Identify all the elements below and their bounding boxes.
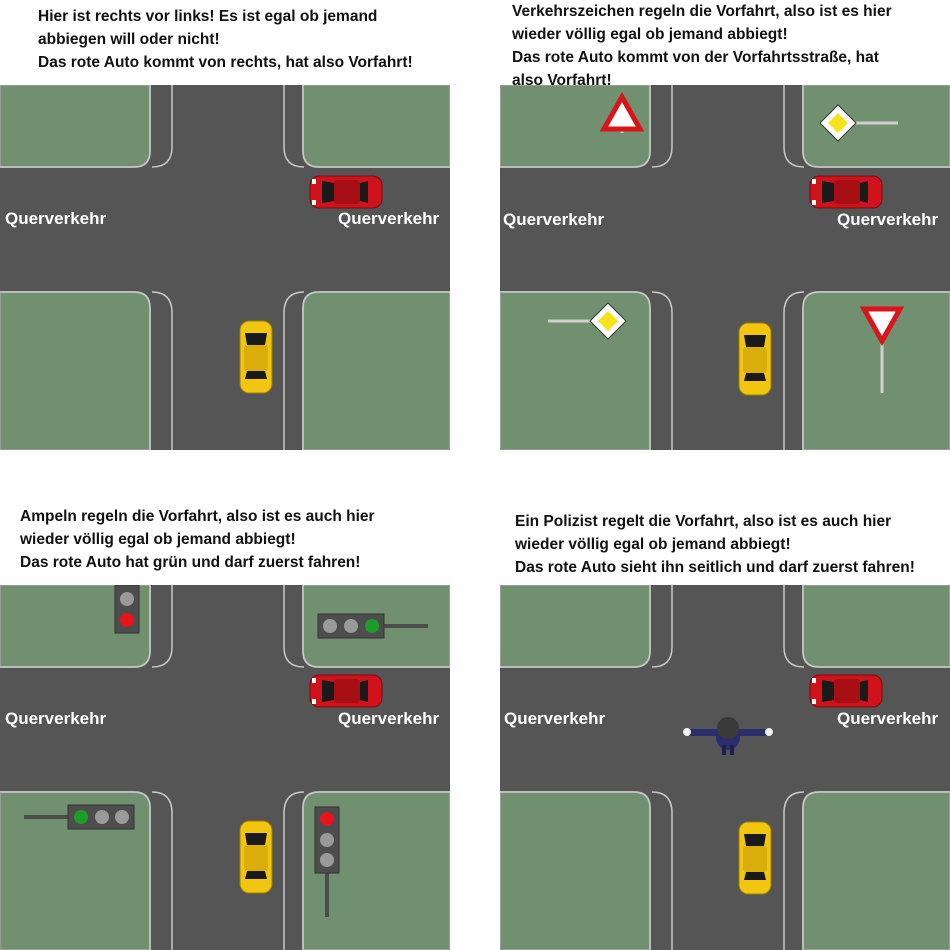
intersection-base xyxy=(500,85,950,450)
red-car xyxy=(309,175,383,209)
traffic-light-bottom-right xyxy=(314,806,340,917)
red-car xyxy=(809,175,883,209)
red-car xyxy=(309,674,383,708)
priority-road-sign-top-right xyxy=(819,104,898,142)
intersection-drawing xyxy=(0,85,450,450)
caption: Verkehrszeichen regeln die Vorfahrt, als… xyxy=(512,0,950,92)
caption-line: Verkehrszeichen regeln die Vorfahrt, als… xyxy=(512,3,892,20)
caption: Ampeln regeln die Vorfahrt, also ist es … xyxy=(20,505,470,574)
caption-line: Ein Polizist regelt die Vorfahrt, also i… xyxy=(515,513,892,530)
cross-traffic-label-right: Querverkehr xyxy=(837,210,939,229)
caption-line: wieder völlig egal ob jemand abbiegt! xyxy=(20,531,296,548)
intersection-scene: Querverkehr Querverkehr xyxy=(500,85,950,450)
yellow-car xyxy=(738,322,772,396)
yield-sign-top-left xyxy=(599,91,645,133)
intersection-scene: Querverkehr Querverkehr xyxy=(0,85,450,450)
intersection-scene: Querverkehr Querverkehr xyxy=(0,585,450,950)
panel-police-officer: Ein Polizist regelt die Vorfahrt, also i… xyxy=(500,500,950,950)
cross-traffic-label-right: Querverkehr xyxy=(837,709,939,728)
yellow-car xyxy=(239,820,273,894)
yellow-car xyxy=(239,320,273,394)
panel-traffic-signs: Verkehrszeichen regeln die Vorfahrt, als… xyxy=(500,0,950,450)
cross-traffic-label-right: Querverkehr xyxy=(338,209,440,228)
yellow-car xyxy=(738,821,772,895)
intersection-drawing xyxy=(0,585,450,950)
intersection-base xyxy=(0,585,450,950)
traffic-light-bottom-left xyxy=(24,804,135,830)
caption: Hier ist rechts vor links! Es ist egal o… xyxy=(38,5,488,74)
cross-traffic-label-left: Querverkehr xyxy=(504,709,606,728)
caption-line: Das rote Auto hat grün und darf zuerst f… xyxy=(20,554,361,571)
intersection-scene: Querverkehr Querverkehr xyxy=(500,585,950,950)
cross-traffic-label-right: Querverkehr xyxy=(338,709,440,728)
panel-traffic-lights: Ampeln regeln die Vorfahrt, also ist es … xyxy=(0,500,450,950)
caption-line: Das rote Auto kommt von der Vorfahrtsstr… xyxy=(512,49,879,66)
intersection-drawing xyxy=(500,85,950,450)
cross-traffic-label-left: Querverkehr xyxy=(5,709,107,728)
priority-road-sign-bottom-left xyxy=(548,302,627,340)
cross-traffic-label-left: Querverkehr xyxy=(503,210,605,229)
panel-right-before-left: Hier ist rechts vor links! Es ist egal o… xyxy=(0,0,450,450)
caption-line: Ampeln regeln die Vorfahrt, also ist es … xyxy=(20,508,375,525)
yield-sign-bottom-right xyxy=(859,306,905,393)
traffic-light-top-right xyxy=(317,613,428,639)
caption-line: wieder völlig egal ob jemand abbiegt! xyxy=(515,536,791,553)
caption-line: abbiegen will oder nicht! xyxy=(38,31,220,48)
caption-line: wieder völlig egal ob jemand abbiegt! xyxy=(512,26,788,43)
police-officer xyxy=(683,717,773,755)
caption-line: Das rote Auto sieht ihn seitlich und dar… xyxy=(515,559,915,576)
caption-line: Hier ist rechts vor links! Es ist egal o… xyxy=(38,8,378,25)
intersection-base xyxy=(500,585,950,950)
red-car xyxy=(809,674,883,708)
intersection-drawing xyxy=(500,585,950,950)
traffic-light-top-left xyxy=(114,585,140,634)
caption-line: Das rote Auto kommt von rechts, hat also… xyxy=(38,54,413,71)
intersection-base xyxy=(0,85,450,450)
cross-traffic-label-left: Querverkehr xyxy=(5,209,107,228)
caption: Ein Polizist regelt die Vorfahrt, also i… xyxy=(515,510,950,579)
